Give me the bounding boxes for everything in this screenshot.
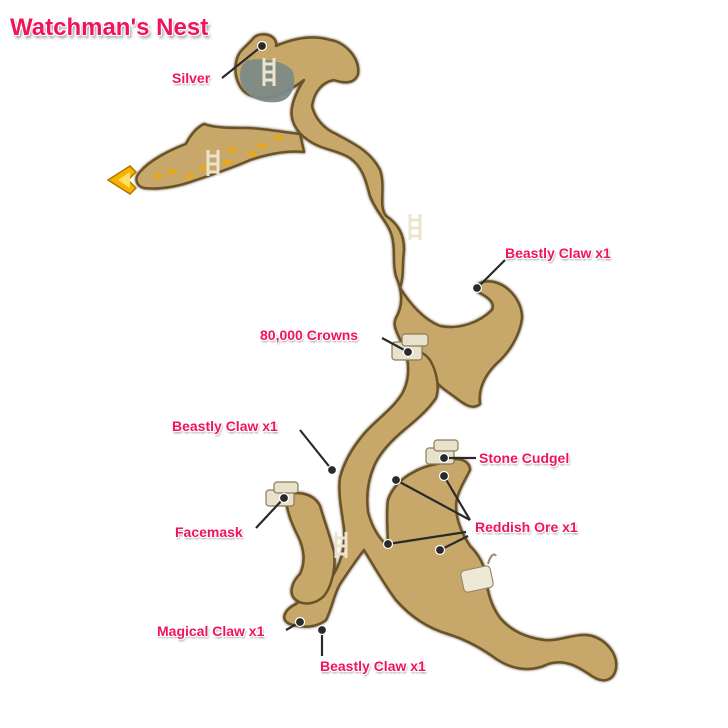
leader-lines: [221, 40, 506, 656]
ladders: [206, 58, 422, 558]
map-title: Watchman's Nest: [10, 14, 209, 41]
label-reddish-ore: Reddish Ore x1: [475, 519, 578, 535]
footprints: [153, 135, 283, 179]
ladder-icon: [262, 58, 276, 86]
ladder-icon: [408, 214, 422, 240]
label-silver: Silver: [172, 70, 211, 86]
label-stone-cudgel: Stone Cudgel: [479, 450, 570, 466]
label-beastly-claw: Beastly Claw x1: [320, 658, 426, 674]
ladder-icon: [334, 532, 348, 558]
label-crowns: 80,000 Crowns: [260, 327, 359, 343]
label-facemask: Facemask: [175, 524, 243, 540]
cave-passages: [135, 33, 618, 682]
label-beastly-claw: Beastly Claw x1: [172, 418, 278, 434]
exit-arrow-icon[interactable]: [106, 165, 138, 195]
label-beastly-claw: Beastly Claw x1: [505, 245, 611, 261]
ladder-icon: [206, 150, 220, 176]
label-magical-claw: Magical Claw x1: [157, 623, 265, 639]
scroll-icon: [460, 553, 497, 593]
